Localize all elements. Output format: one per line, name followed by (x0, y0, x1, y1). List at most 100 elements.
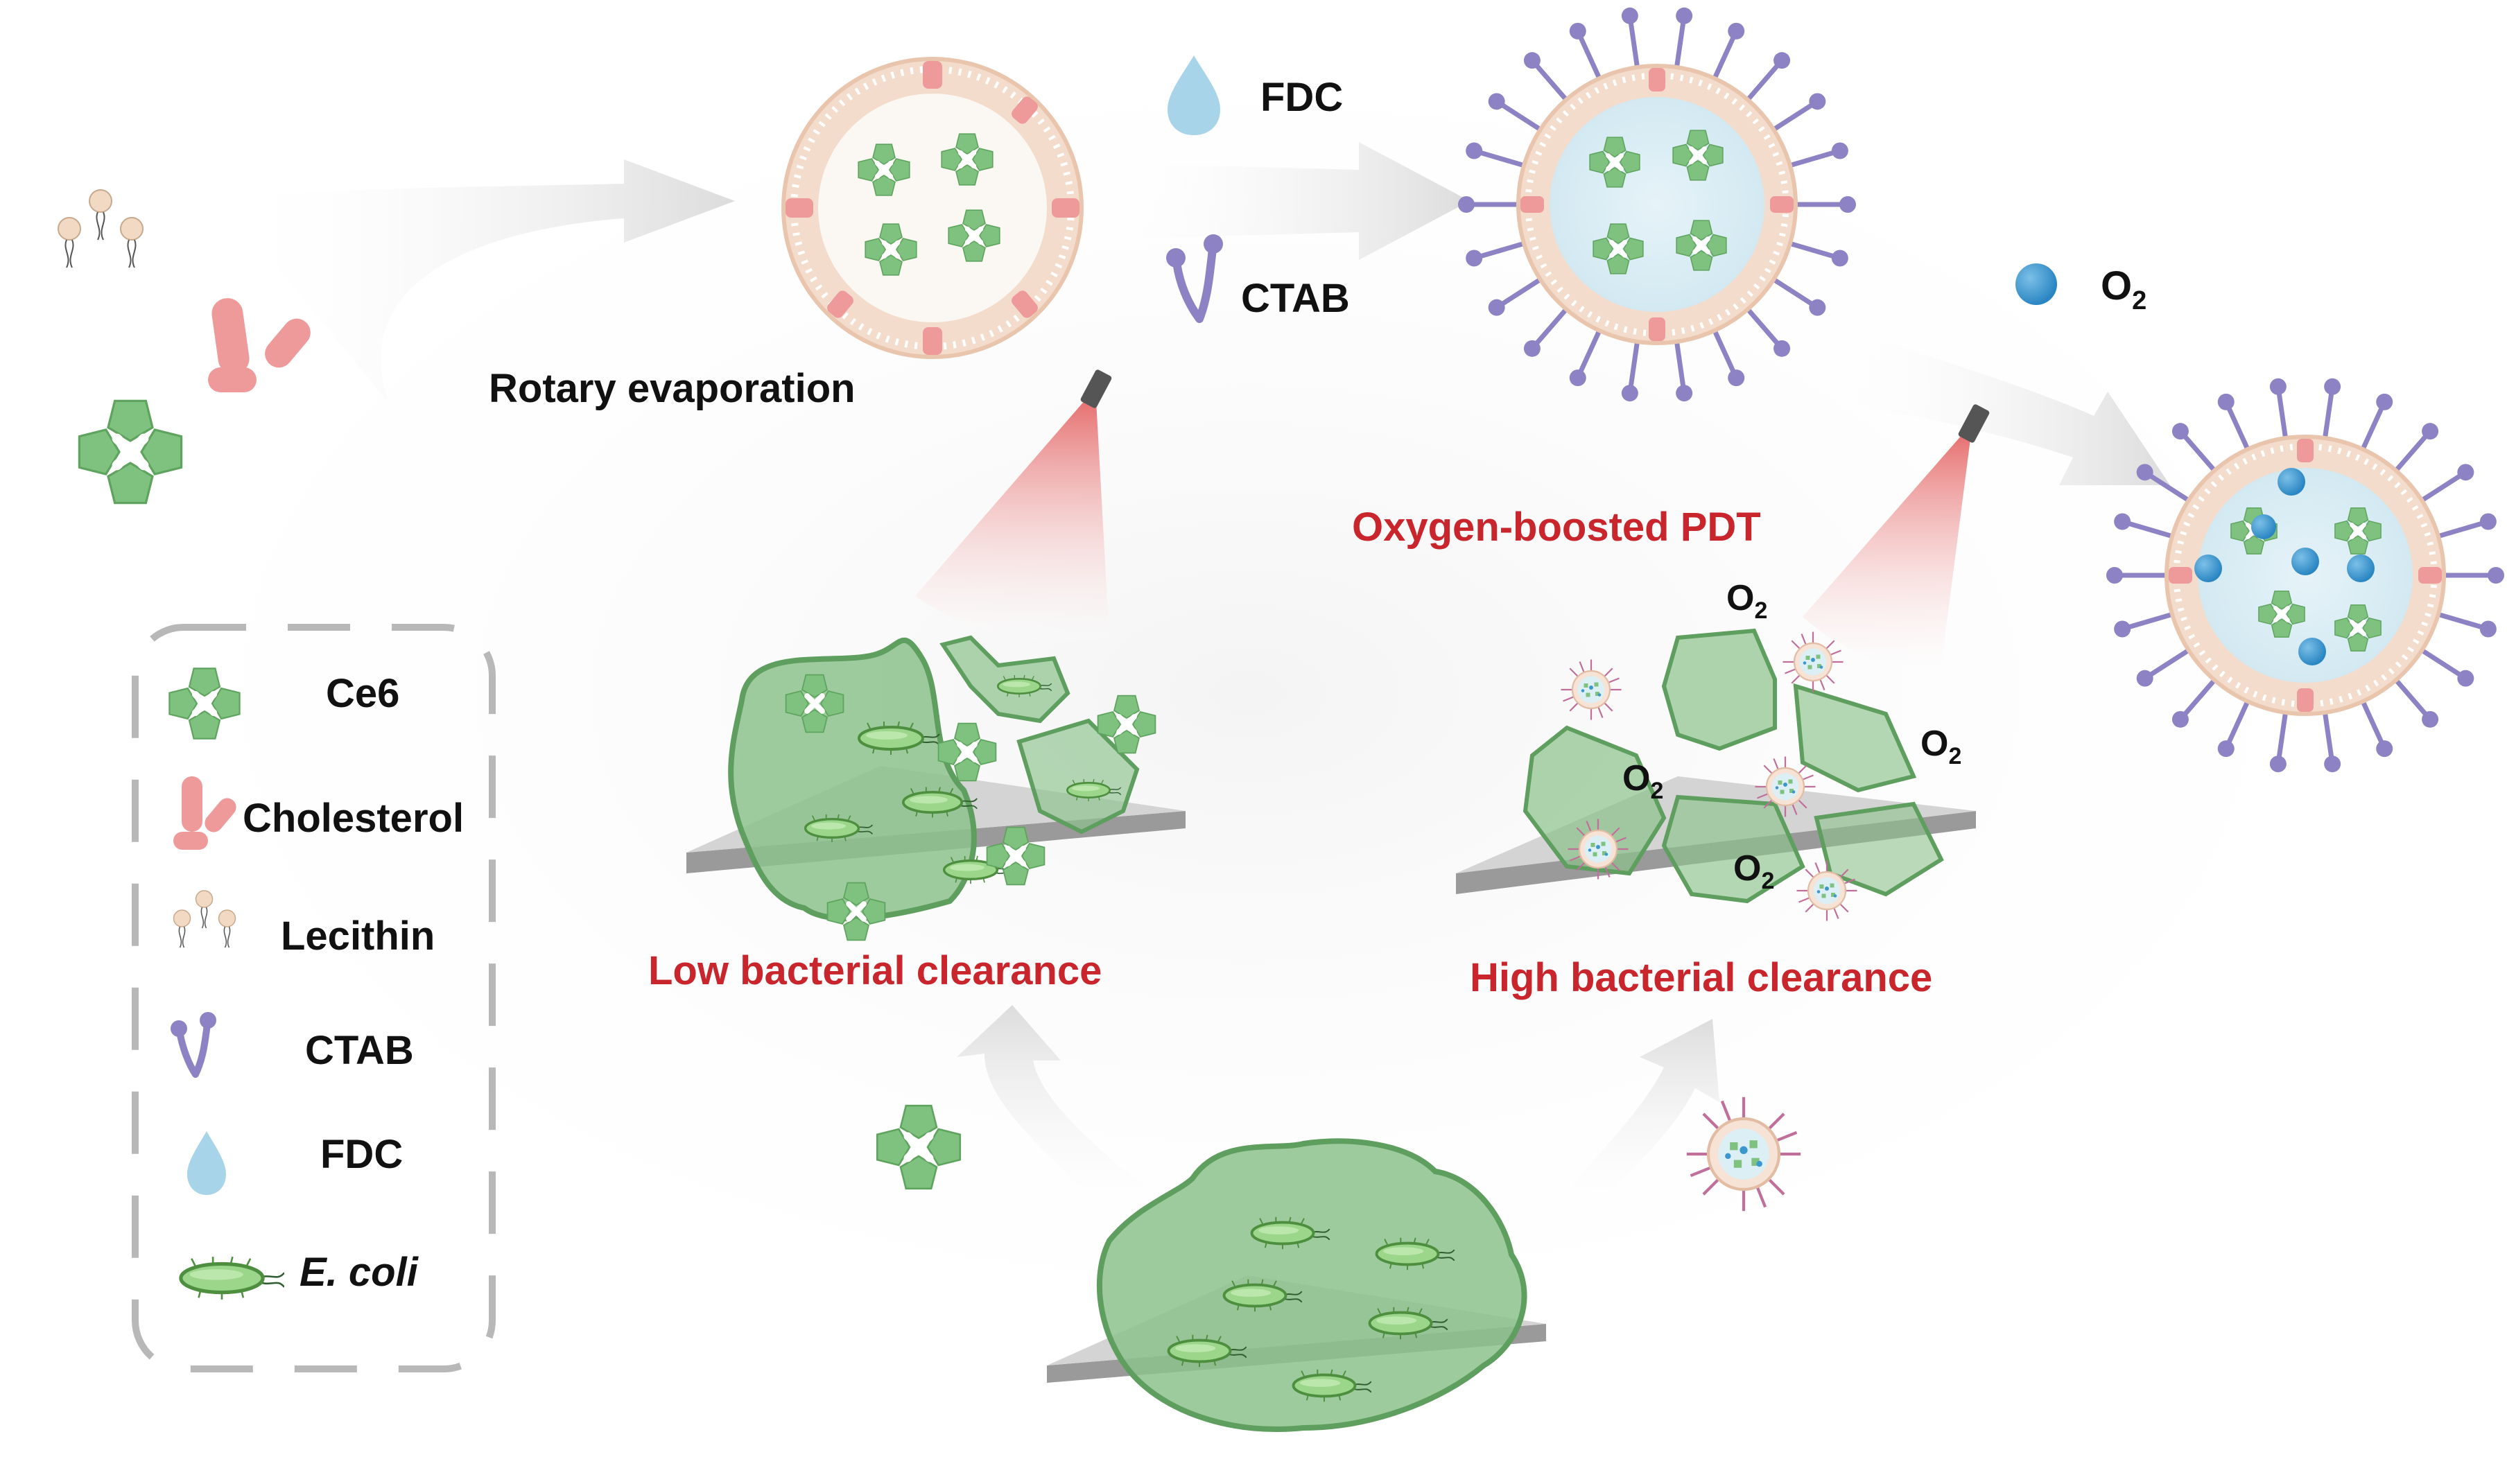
cholesterol-molecule (211, 298, 250, 374)
ctab-spike (2359, 695, 2384, 745)
ctab-spike (1710, 35, 1736, 85)
ctab-spike (1768, 103, 1814, 134)
cholesterol-molecule (265, 318, 311, 368)
ctab-spike (2322, 391, 2334, 444)
ctab-spike (1768, 274, 1814, 306)
ctab-head (2376, 393, 2393, 410)
arrow-materials-to-liposome (222, 159, 735, 402)
ctab-text: CTAB (1241, 276, 1350, 321)
ctab-head (1831, 142, 1848, 159)
ctab-head (2376, 740, 2393, 758)
nanoparticle-icon (1687, 1097, 1801, 1211)
rotary-evaporation-label: Rotary evaporation (489, 366, 856, 411)
ctab-head (1621, 7, 1638, 24)
cholesterol-molecule (208, 367, 257, 392)
high-clearance-scene: Oxygen-boosted PDT O2 O2 O2 O2 High bact… (1352, 404, 1990, 1000)
ctab-spike (1500, 103, 1546, 134)
legend-ctab-label: CTAB (305, 1028, 414, 1073)
ctab-spike (1534, 304, 1571, 346)
process-arrows (222, 142, 2170, 1220)
ctab-spike (2148, 473, 2194, 505)
legend-cholesterol-label: Cholesterol (243, 796, 464, 841)
ctab-spike (2126, 611, 2178, 630)
ctab-head (1839, 196, 1856, 213)
arrow-coated-to-o2-loaded (1830, 326, 2170, 485)
ctab-head (1728, 22, 1745, 40)
ctab-spike (2226, 695, 2252, 745)
ctab-head (1569, 22, 1586, 40)
ctab-head (1569, 369, 1586, 387)
ctab-head (2422, 423, 2439, 440)
fdc-text: FDC (1260, 75, 1343, 120)
ctab-head (2324, 378, 2341, 395)
ctab-spike (1674, 20, 1686, 73)
ctab-spike (2182, 674, 2219, 717)
legend: Ce6 Cholesterol Lecithin CTAB FDC E. col… (132, 624, 496, 1372)
ctab-head (2136, 464, 2153, 481)
ctab-head (1488, 93, 1505, 110)
ctab-head (1773, 52, 1791, 69)
legend-cholesterol-icon (182, 776, 202, 832)
ctab-spike (2148, 645, 2194, 677)
ctab-spike (2126, 521, 2178, 540)
ctab-spike (1784, 150, 1836, 169)
legend-ecoli-label: E. coli (300, 1250, 419, 1295)
o2-marker: O2 (1622, 758, 1663, 804)
o2-marker: O2 (1733, 848, 1774, 894)
laser-right (1803, 404, 1990, 671)
ctab-head (1466, 250, 1483, 267)
ctab-head (2114, 513, 2131, 530)
biofilm-fragment (1016, 718, 1140, 835)
ctab-head (2488, 567, 2504, 584)
ctab-head (1809, 299, 1826, 316)
low-clearance-label: Low bacterial clearance (648, 948, 1102, 993)
low-clearance-scene: Low bacterial clearance (648, 369, 1186, 993)
ctab-head (1458, 196, 1475, 213)
oxygen-pdt-label: Oxygen-boosted PDT (1352, 505, 1761, 550)
arrow-biofilm-to-high-clearance (1553, 1019, 1719, 1220)
arrow-liposome-to-coated (1109, 142, 1470, 260)
ctab-spike (2432, 611, 2484, 630)
biofilm-fragment (1661, 628, 1777, 751)
ctab-spike (1578, 35, 1604, 85)
ctab-head (1621, 385, 1638, 402)
ctab-spike (1478, 240, 1530, 259)
ctab-head (2171, 710, 2189, 728)
ctab-head (1773, 340, 1791, 357)
liposome (781, 57, 1084, 359)
ctab-head (2114, 620, 2131, 638)
legend-ce6-label: Ce6 (326, 671, 399, 716)
o2-marker: O2 (1726, 578, 1767, 624)
fdc-label-group: FDC (1168, 55, 1343, 135)
ctab-label-group: CTAB (1166, 234, 1350, 323)
biofilm-fragment (1814, 801, 1944, 897)
ctab-head (1523, 52, 1541, 69)
ctab-head (2136, 670, 2153, 687)
ctab-spike (2322, 706, 2334, 760)
ctab-head (2217, 393, 2235, 410)
ctab-spike (1784, 240, 1836, 259)
ctab-head (2269, 378, 2287, 395)
legend-border (132, 624, 496, 1372)
ctab-coated-liposome (1458, 7, 1856, 402)
ctab-spike (2391, 434, 2429, 476)
ctab-spike (2416, 645, 2463, 677)
ctab-spike (1743, 63, 1780, 105)
ctab-head (2324, 756, 2341, 773)
ctab-head (2422, 710, 2439, 728)
ctab-spike (1478, 150, 1530, 169)
ctab-head (2171, 423, 2189, 440)
ctab-head (2479, 513, 2497, 530)
ctab-spike (1743, 304, 1780, 346)
ctab-head (2479, 620, 2497, 638)
legend-fdc-icon (187, 1131, 226, 1195)
laser-left (915, 369, 1112, 641)
ctab-spike (1628, 20, 1640, 73)
o2-label-text: O2 (2101, 263, 2146, 315)
ctab-spike (2276, 391, 2289, 444)
ctab-spike (1534, 63, 1571, 105)
ctab-spike (1674, 335, 1686, 389)
ctab-head (1728, 369, 1745, 387)
ctab-head (1488, 299, 1505, 316)
